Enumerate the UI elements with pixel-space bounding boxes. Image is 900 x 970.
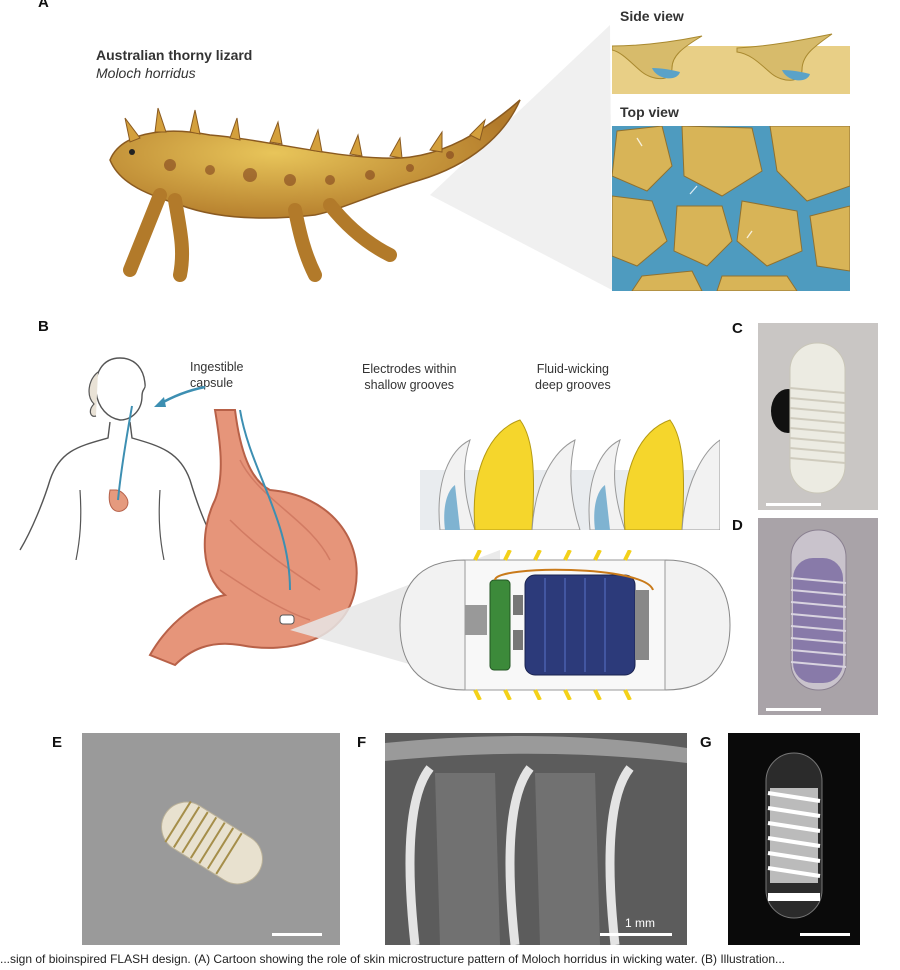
top-view-inset <box>612 126 850 291</box>
groove-closeup <box>420 419 720 530</box>
photo-c-capsule <box>758 323 878 510</box>
scalebar-c <box>766 503 821 506</box>
wicking-callout-line-1: Fluid-wicking <box>536 362 609 376</box>
wicking-callout-line-2: deep grooves <box>535 377 611 392</box>
panel-letter-e: E <box>52 734 63 751</box>
person-outline <box>19 357 221 560</box>
zoom-wedge <box>430 25 612 290</box>
panel-letter-g: G <box>700 734 712 751</box>
lizard-illustration <box>109 99 521 282</box>
panel-letter-b: B <box>38 318 49 335</box>
panel-letter-a: A <box>38 0 49 11</box>
scalebar-d <box>766 708 821 711</box>
electrodes-callout-line-1: Electrodes within <box>362 362 457 376</box>
photo-d-capsule <box>758 518 878 715</box>
panel-letter-f: F <box>357 734 367 751</box>
capsule-arrow <box>154 385 206 407</box>
capsule-callout-line-1: Ingestible <box>190 360 244 374</box>
figure-caption: ...sign of bioinspired FLASH design. (A)… <box>0 952 786 966</box>
side-view-label: Side view <box>620 8 684 24</box>
lizard-species-name: Moloch horridus <box>96 65 196 81</box>
photo-g-xray <box>728 733 860 945</box>
panel-letter-d: D <box>732 517 743 534</box>
electrodes-callout: Electrodes within shallow grooves <box>362 362 457 393</box>
top-view-label: Top view <box>620 104 679 120</box>
capsule-callout-line-2: capsule <box>190 375 234 390</box>
photo-f-sem: 1 mm <box>385 733 687 945</box>
photo-e-capsule <box>82 733 340 945</box>
scalebar-f-label: 1 mm <box>625 916 655 930</box>
side-view-inset <box>612 33 850 94</box>
wicking-callout: Fluid-wicking deep grooves <box>535 362 611 393</box>
capsule-callout: Ingestible capsule <box>190 360 244 391</box>
electrodes-callout-line-2: shallow grooves <box>364 377 455 392</box>
panel-letter-c: C <box>732 320 743 337</box>
capsule-cutaway <box>399 550 731 700</box>
scalebar-e <box>272 933 322 936</box>
lizard-common-name: Australian thorny lizard <box>96 47 253 63</box>
scalebar-f <box>600 933 672 936</box>
scalebar-g <box>800 933 850 936</box>
stomach-illustration <box>148 409 358 667</box>
